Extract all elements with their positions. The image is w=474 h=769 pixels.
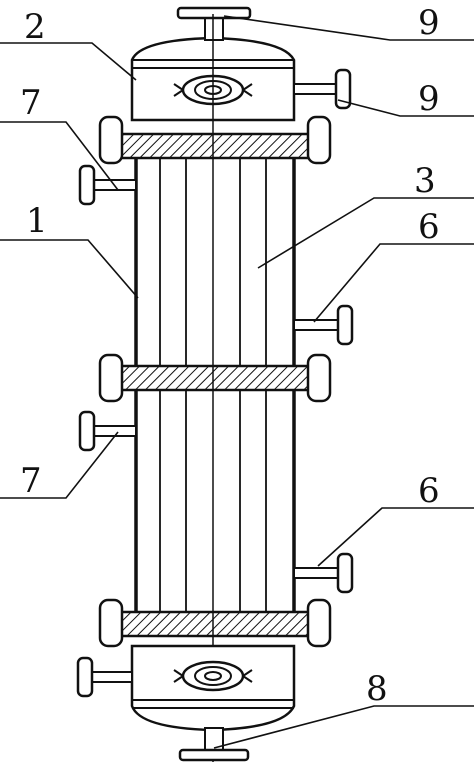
upper-right-nozzle bbox=[293, 304, 354, 346]
bottom-distributor-icon bbox=[173, 660, 253, 692]
label-part-9-side: 9 bbox=[418, 79, 440, 119]
bottom-head bbox=[130, 644, 296, 732]
label-part-2: 2 bbox=[24, 7, 46, 47]
leader-lines bbox=[0, 15, 474, 749]
lower-tube-sheet bbox=[98, 598, 332, 648]
upper-tube-sheet bbox=[98, 115, 332, 165]
top-side-nozzle bbox=[293, 68, 352, 110]
label-part-6-lower: 6 bbox=[418, 471, 440, 511]
top-nozzle bbox=[176, 6, 252, 41]
label-part-7-upper: 7 bbox=[20, 83, 42, 123]
label-part-8: 8 bbox=[366, 669, 388, 709]
middle-flange bbox=[98, 353, 332, 403]
label-part-3: 3 bbox=[414, 161, 436, 201]
bottom-left-nozzle bbox=[76, 656, 133, 698]
lower-right-nozzle bbox=[293, 552, 354, 594]
upper-left-nozzle bbox=[78, 164, 137, 206]
tube-bundle bbox=[159, 158, 267, 612]
label-part-7-lower: 7 bbox=[20, 461, 42, 501]
label-part-9-top: 9 bbox=[418, 3, 440, 43]
label-part-6-upper: 6 bbox=[418, 207, 440, 247]
bottom-nozzle bbox=[178, 727, 250, 762]
label-part-1: 1 bbox=[26, 201, 48, 241]
